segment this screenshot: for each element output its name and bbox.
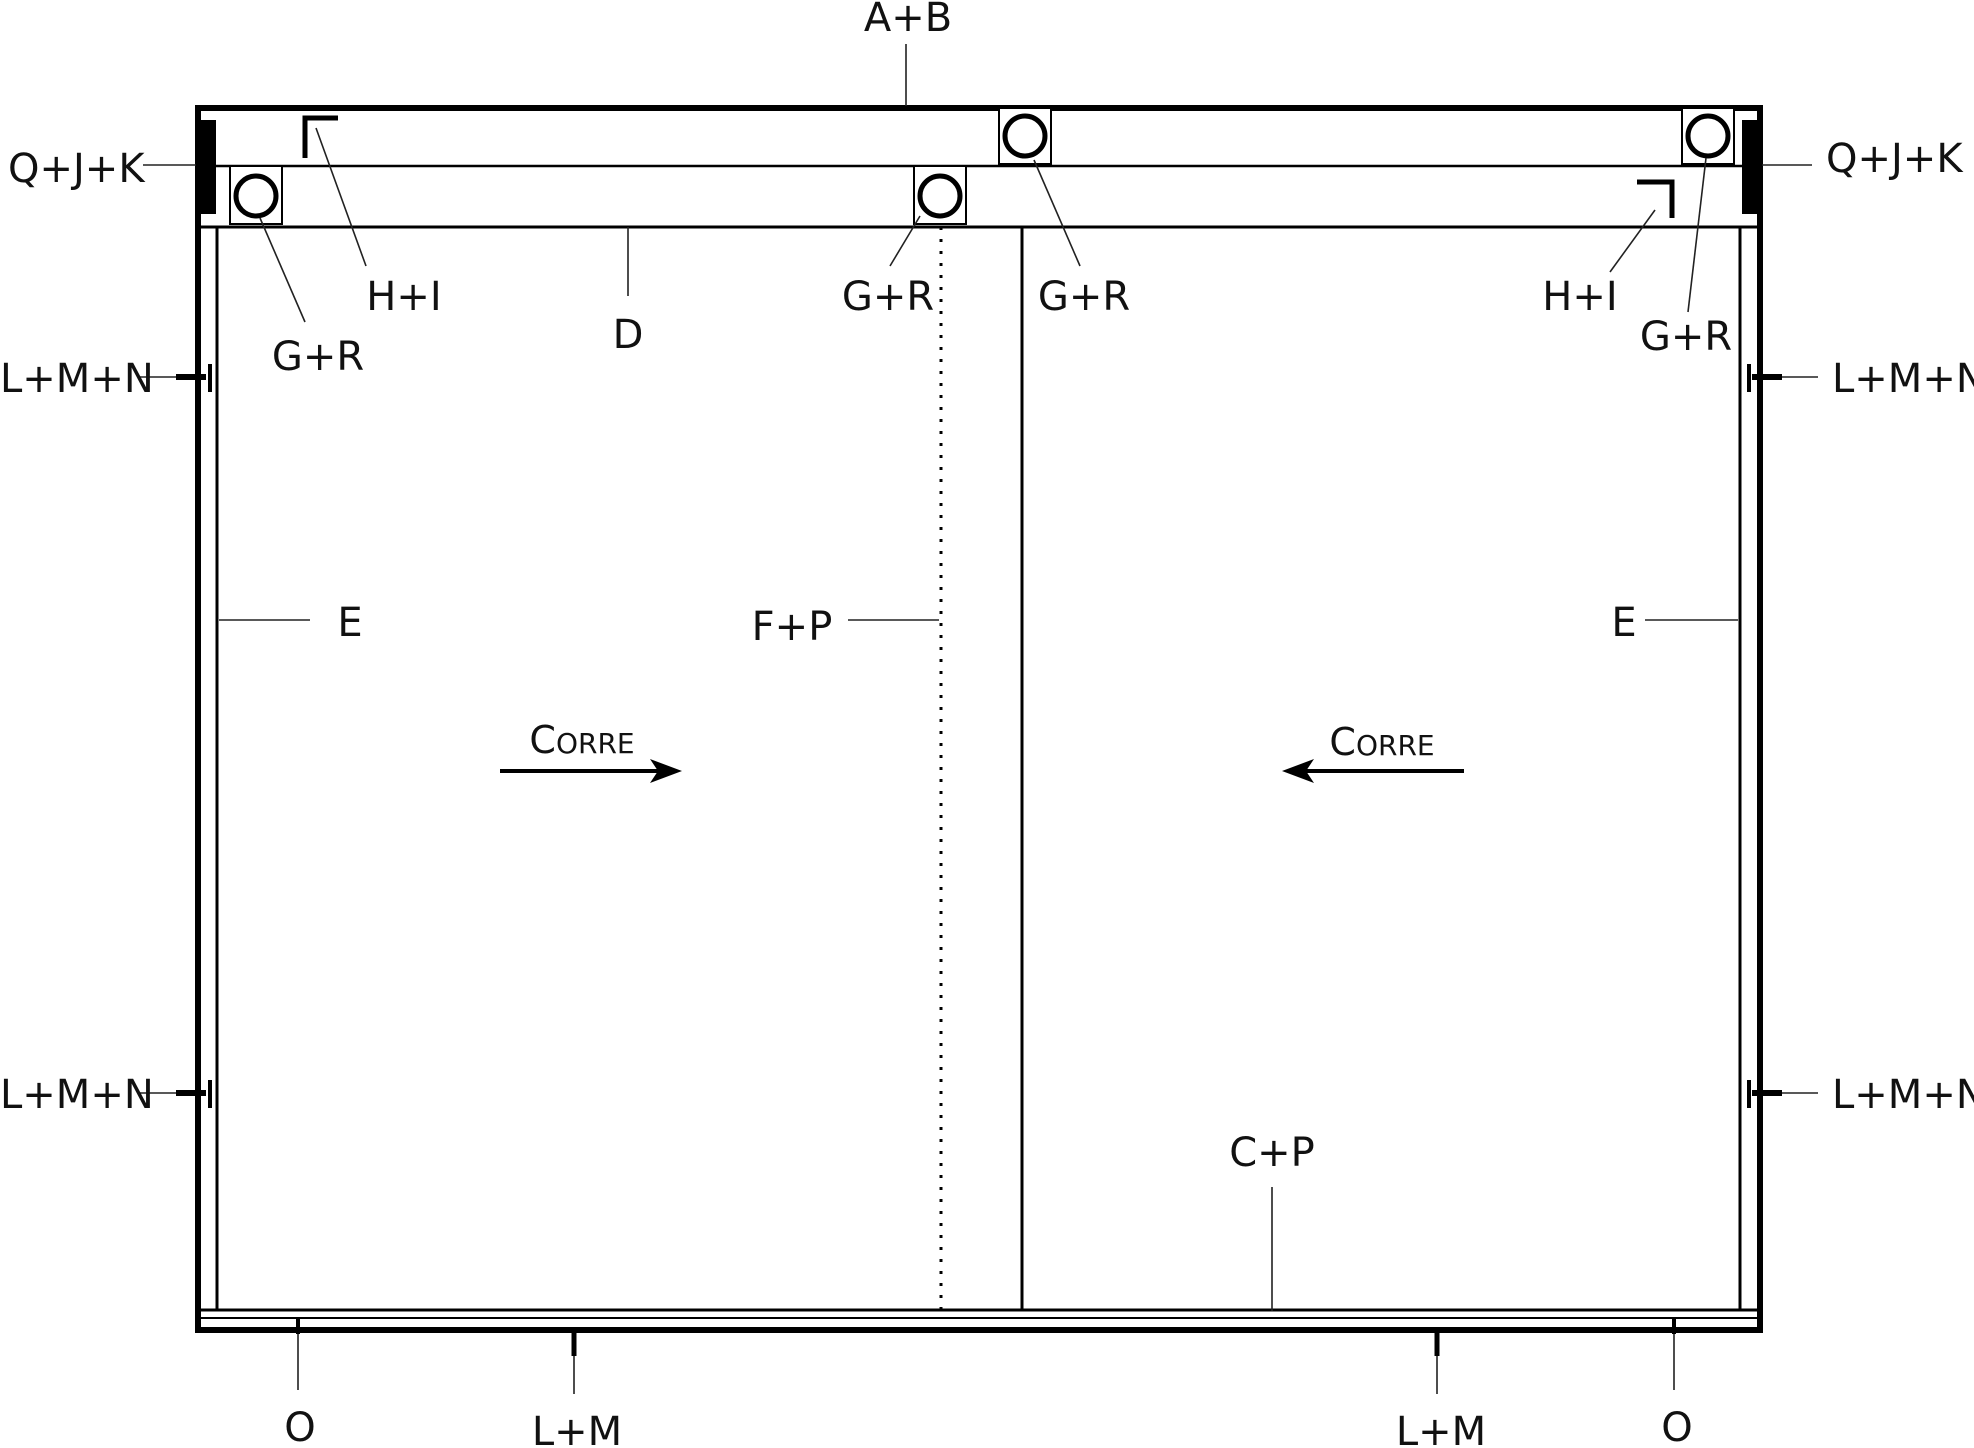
label-guide-right-lower: L+M+N <box>1832 1072 1974 1118</box>
label-roller-3: G+R <box>1038 274 1130 320</box>
label-top-rail: A+B <box>864 0 952 41</box>
label-roller-4: G+R <box>1640 314 1732 360</box>
guide-right-lower-mark <box>1747 1080 1782 1108</box>
arrow-left <box>1282 759 1464 783</box>
label-side-left: E <box>337 600 362 646</box>
label-bottom-lm-left: L+M <box>532 1409 622 1448</box>
hanger-block-left <box>196 120 216 214</box>
label-meeting-profile: F+P <box>752 604 833 650</box>
label-header-rail: D <box>613 312 644 358</box>
roller-2 <box>913 165 967 225</box>
label-bottom-lm-right: L+M <box>1396 1409 1486 1448</box>
label-side-right: E <box>1611 600 1636 646</box>
label-roller-1: G+R <box>272 334 364 380</box>
guide-left-upper-mark <box>176 364 212 392</box>
label-hanger-left: Q+J+K <box>8 146 146 192</box>
roller-4 <box>1681 107 1735 165</box>
direction-word-right: CORRE <box>1329 720 1434 764</box>
hanger-block-right <box>1742 120 1762 214</box>
label-bottom-o-left: O <box>284 1405 315 1448</box>
label-bottom-o-right: O <box>1661 1405 1692 1448</box>
guide-right-upper-mark <box>1747 364 1782 392</box>
arrow-right <box>500 759 682 783</box>
stop-right-mark <box>1637 179 1675 218</box>
label-stop-left: H+I <box>366 274 441 320</box>
label-guide-left-lower: L+M+N <box>0 1072 154 1118</box>
label-stop-right: H+I <box>1542 274 1617 320</box>
label-roller-2: G+R <box>842 274 934 320</box>
guide-left-lower-mark <box>176 1080 212 1108</box>
direction-word-left: CORRE <box>529 718 634 762</box>
roller-1 <box>229 165 283 225</box>
outer-frame <box>195 105 1763 1333</box>
roller-3 <box>998 107 1052 165</box>
label-guide-right-upper: L+M+N <box>1832 356 1974 402</box>
leader-lines <box>138 44 1818 1394</box>
label-hanger-right: Q+J+K <box>1826 136 1964 182</box>
label-bottom-profile: C+P <box>1229 1130 1315 1176</box>
stop-left-mark <box>302 115 338 158</box>
label-guide-left-upper: L+M+N <box>0 356 154 402</box>
